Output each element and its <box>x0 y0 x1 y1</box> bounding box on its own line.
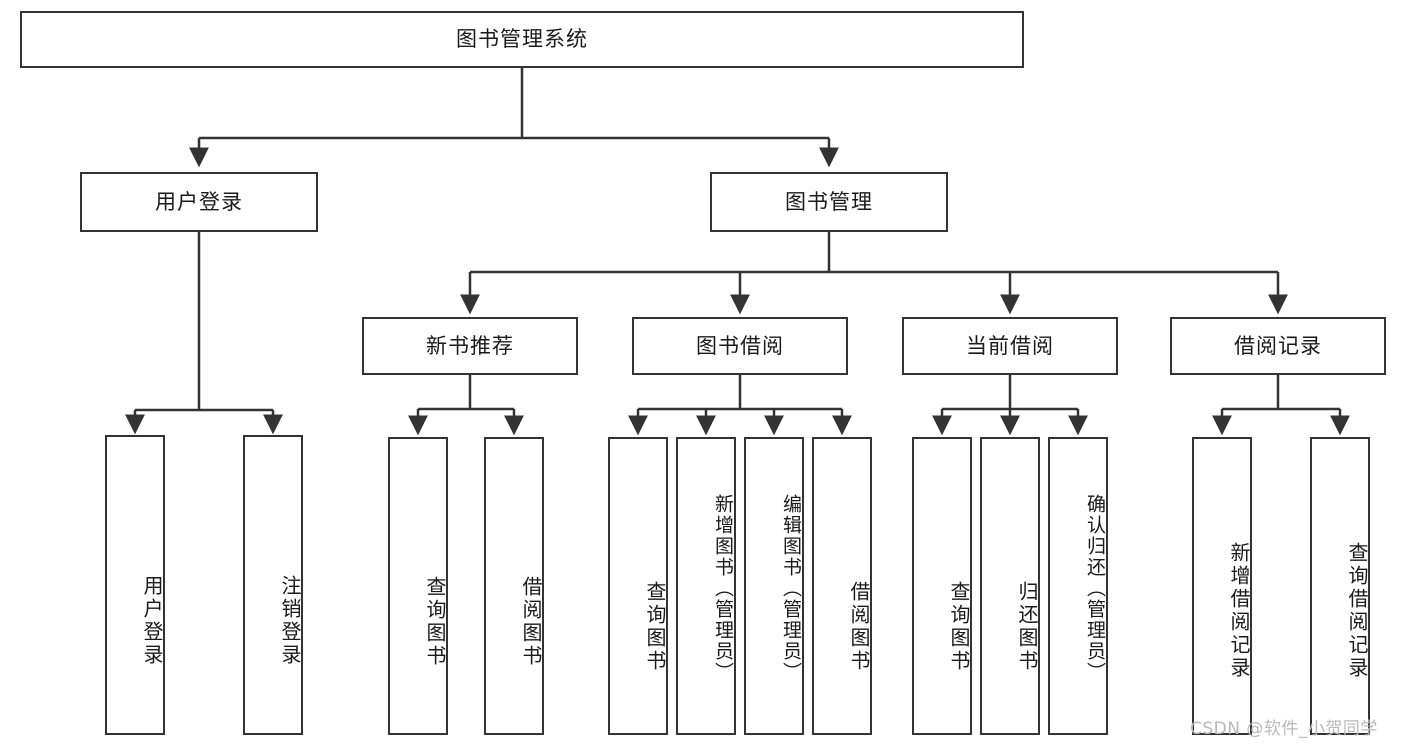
node-leaf-edit-book[interactable]: 编辑图书（管理员） <box>744 437 804 735</box>
node-label: 图书管理 <box>785 189 873 214</box>
node-label: 新增借阅记录 <box>1227 542 1251 680</box>
node-borrow-record[interactable]: 借阅记录 <box>1170 317 1386 375</box>
node-leaf-borrow-book-1[interactable]: 借阅图书 <box>484 437 544 735</box>
node-book-manage[interactable]: 图书管理 <box>710 172 948 232</box>
node-new-book-recommend[interactable]: 新书推荐 <box>362 317 578 375</box>
node-label: 查询图书 <box>423 576 447 668</box>
node-leaf-query-record[interactable]: 查询借阅记录 <box>1310 437 1370 735</box>
node-label: 新书推荐 <box>426 333 514 358</box>
csdn-watermark: CSDN @软件_小贺同学 <box>1190 719 1378 739</box>
node-label: 借阅图书 <box>847 581 871 673</box>
node-label: 图书借阅 <box>696 333 784 358</box>
node-label: 用户登录 <box>140 575 164 667</box>
node-leaf-query-book-1[interactable]: 查询图书 <box>388 437 448 735</box>
node-leaf-user-login[interactable]: 用户登录 <box>105 435 165 735</box>
node-label: 用户登录 <box>155 189 243 214</box>
node-leaf-query-book-2[interactable]: 查询图书 <box>608 437 668 735</box>
node-label: 新增图书（管理员） <box>712 493 734 683</box>
node-label: 查询图书 <box>947 581 971 673</box>
node-root-system[interactable]: 图书管理系统 <box>20 11 1024 68</box>
node-label: 借阅图书 <box>519 576 543 668</box>
node-label: 注销登录 <box>278 575 302 667</box>
node-label: 查询借阅记录 <box>1345 542 1369 680</box>
node-leaf-borrow-book-2[interactable]: 借阅图书 <box>812 437 872 735</box>
node-current-borrow[interactable]: 当前借阅 <box>902 317 1118 375</box>
node-label: 归还图书 <box>1015 581 1039 673</box>
node-user-login[interactable]: 用户登录 <box>80 172 318 232</box>
node-label: 图书管理系统 <box>456 27 588 52</box>
node-label: 查询图书 <box>643 581 667 673</box>
node-leaf-user-logout[interactable]: 注销登录 <box>243 435 303 735</box>
node-leaf-add-book[interactable]: 新增图书（管理员） <box>676 437 736 735</box>
node-label: 编辑图书（管理员） <box>780 493 802 683</box>
node-leaf-query-book-3[interactable]: 查询图书 <box>912 437 972 735</box>
node-leaf-confirm-return[interactable]: 确认归还（管理员） <box>1048 437 1108 735</box>
node-leaf-return-book[interactable]: 归还图书 <box>980 437 1040 735</box>
node-leaf-add-record[interactable]: 新增借阅记录 <box>1192 437 1252 735</box>
node-label: 借阅记录 <box>1234 333 1322 358</box>
node-label: 确认归还（管理员） <box>1084 493 1106 683</box>
node-label: 当前借阅 <box>966 333 1054 358</box>
node-book-borrow[interactable]: 图书借阅 <box>632 317 848 375</box>
